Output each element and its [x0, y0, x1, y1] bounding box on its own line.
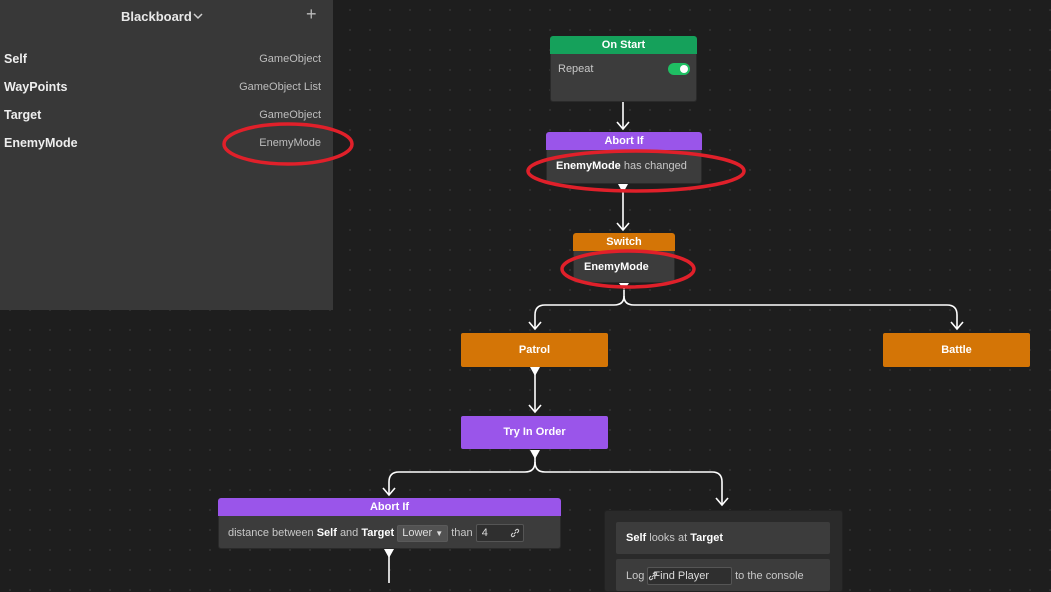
- distance-b[interactable]: Target: [361, 526, 395, 539]
- condition-text: EnemyMode has changed: [556, 160, 687, 172]
- blackboard-variable-row[interactable]: WayPoints GameObject List: [0, 77, 333, 99]
- variable-name: Target: [4, 108, 42, 122]
- variable-name: Self: [4, 52, 27, 66]
- caret-down-icon: ▼: [435, 528, 444, 538]
- variable-type: GameObject: [259, 109, 321, 121]
- battle-node[interactable]: Battle: [883, 333, 1030, 367]
- distance-a[interactable]: Self: [316, 526, 337, 539]
- repeat-label: Repeat: [558, 63, 594, 75]
- node-title: Abort If: [218, 498, 561, 516]
- distance-condition: distance between Self and Target Lower ▼…: [228, 524, 524, 542]
- node-body: Repeat: [550, 54, 697, 102]
- chevron-down-icon[interactable]: [192, 10, 204, 22]
- blackboard-variable-row[interactable]: EnemyMode EnemyMode: [0, 133, 333, 155]
- node-body: EnemyMode has changed: [546, 150, 702, 184]
- operator-value: Lower: [402, 526, 433, 539]
- variable-name: WayPoints: [4, 80, 68, 94]
- log-label: Log: [626, 569, 645, 582]
- blackboard-title[interactable]: Blackboard: [121, 9, 192, 24]
- variable-type: GameObject List: [239, 81, 321, 93]
- highlight-ellipse: [526, 149, 746, 193]
- distance-prefix: distance between: [228, 526, 314, 539]
- on-start-node[interactable]: On Start Repeat: [550, 36, 697, 102]
- action-sequence-node[interactable]: Self looks at Target Log Find Player to …: [604, 510, 843, 592]
- try-in-order-node[interactable]: Try In Order: [461, 416, 608, 449]
- node-body: EnemyMode: [573, 251, 675, 283]
- operator-dropdown[interactable]: Lower ▼: [397, 524, 449, 542]
- node-body: distance between Self and Target Lower ▼…: [218, 516, 561, 549]
- log-suffix: to the console: [735, 569, 804, 582]
- blackboard-variable-row[interactable]: Target GameObject: [0, 105, 333, 127]
- log-message: Find Player: [653, 570, 710, 582]
- abort-if-node[interactable]: Abort If EnemyMode has changed: [546, 132, 702, 184]
- look-at-subject[interactable]: Self: [626, 532, 647, 544]
- highlight-ellipse: [560, 249, 696, 289]
- variable-type: GameObject: [259, 53, 321, 65]
- repeat-toggle[interactable]: [668, 63, 690, 75]
- node-title: Switch: [573, 233, 675, 251]
- look-at-object[interactable]: Target: [690, 532, 724, 544]
- look-at-action[interactable]: Self looks at Target: [616, 522, 830, 554]
- blackboard-header: Blackboard +: [0, 0, 333, 34]
- distance-value: 4: [481, 527, 488, 539]
- switch-variable[interactable]: EnemyMode: [584, 261, 649, 273]
- variable-type: EnemyMode: [259, 137, 321, 149]
- distance-value-input[interactable]: 4: [475, 524, 524, 542]
- link-icon[interactable]: [510, 528, 520, 538]
- condition-operator: has changed: [623, 160, 687, 172]
- look-at-verb: looks at: [649, 532, 688, 544]
- add-variable-button[interactable]: +: [306, 4, 317, 24]
- blackboard-panel: Blackboard + Self GameObject WayPoints G…: [0, 0, 333, 310]
- and-text: and: [339, 526, 359, 539]
- switch-node[interactable]: Switch EnemyMode: [573, 233, 675, 283]
- than-text: than: [451, 526, 473, 539]
- look-at-text: Self looks at Target: [626, 532, 723, 544]
- abort-if-distance-node[interactable]: Abort If distance between Self and Targe…: [218, 498, 561, 549]
- blackboard-variable-row[interactable]: Self GameObject: [0, 49, 333, 71]
- highlight-ellipse: [222, 122, 354, 166]
- patrol-node[interactable]: Patrol: [461, 333, 608, 367]
- condition-variable[interactable]: EnemyMode: [556, 160, 621, 172]
- link-icon[interactable]: [648, 571, 658, 581]
- node-title: On Start: [550, 36, 697, 54]
- node-title: Abort If: [546, 132, 702, 150]
- variable-name: EnemyMode: [4, 136, 78, 150]
